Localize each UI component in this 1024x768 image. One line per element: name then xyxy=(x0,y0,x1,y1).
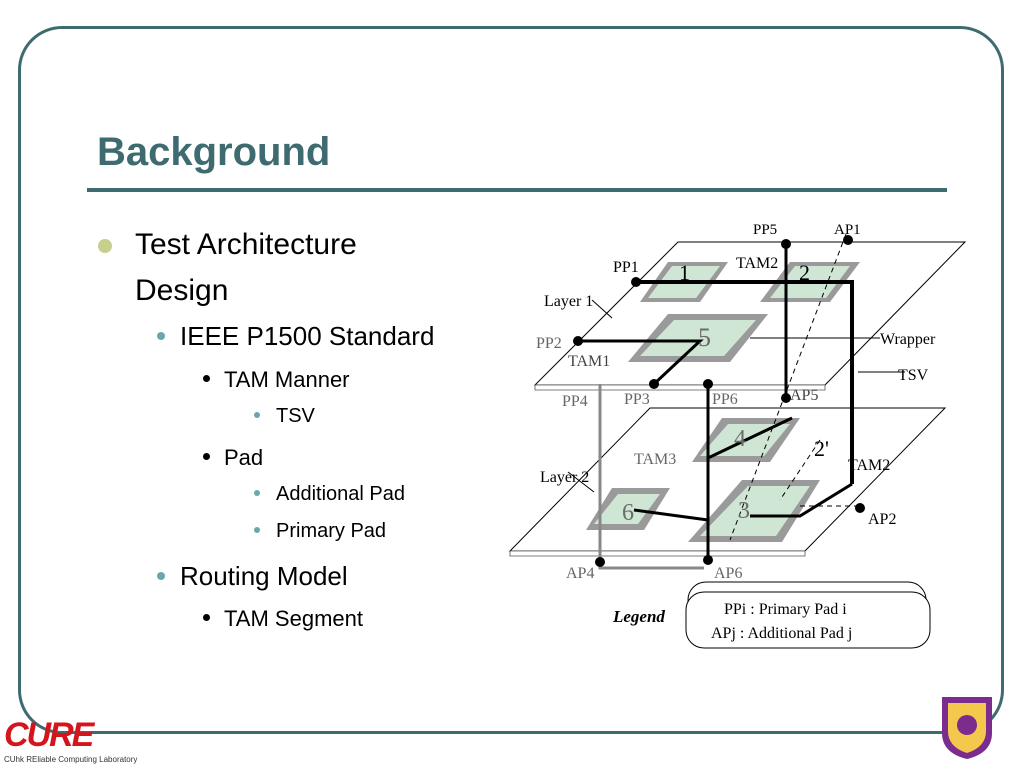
label-ap2: AP2 xyxy=(868,511,896,528)
label-tam2-top: TAM2 xyxy=(736,255,778,272)
layer2-plane-edge xyxy=(509,550,806,557)
bullet-routing-model: Routing Model xyxy=(180,561,348,591)
legend-title: Legend xyxy=(612,607,665,626)
bullet-dot xyxy=(203,614,210,621)
tsv-dashed-1 xyxy=(729,233,847,541)
bullet-dot xyxy=(203,375,210,382)
legend-entry-additional-pad: APj : Additional Pad j xyxy=(711,625,852,642)
label-layer1: Layer 1 xyxy=(544,293,593,310)
legend-entry-primary-pad: PPi : Primary Pad i xyxy=(724,601,847,618)
label-core2p: 2' xyxy=(814,436,829,461)
label-wrapper: Wrapper xyxy=(880,331,936,348)
bullet-dot xyxy=(254,412,260,418)
cure-logo-subtitle: CUhk REliable Computing Laboratory xyxy=(4,755,138,764)
core3 xyxy=(700,486,810,536)
label-core4: 4 xyxy=(734,426,746,452)
pad-pp5 xyxy=(781,239,791,249)
bullet-dot xyxy=(157,332,165,340)
label-pp2: PP2 xyxy=(536,335,562,352)
pad-ap5 xyxy=(781,393,791,403)
tam-wire-pp2 xyxy=(578,339,704,386)
label-core2: 2 xyxy=(799,260,810,285)
layer1-plane-edge xyxy=(534,384,826,391)
label-tsv: TSV xyxy=(898,367,929,384)
pad-ap2 xyxy=(855,503,865,513)
label-ap6: AP6 xyxy=(714,565,742,582)
core6 xyxy=(594,494,660,524)
bullet-ieee: IEEE P1500 Standard xyxy=(180,321,435,351)
label-tam1: TAM1 xyxy=(568,353,610,370)
label-ap5: AP5 xyxy=(790,387,818,404)
bullet-pad: Pad xyxy=(224,445,264,470)
bullet-tsv: TSV xyxy=(276,405,315,427)
bullet-dot xyxy=(203,453,210,460)
bullet-dot xyxy=(157,572,165,580)
label-pp3: PP3 xyxy=(624,391,650,408)
label-pp6: PP6 xyxy=(712,391,738,408)
bullet-additional-pad: Additional Pad xyxy=(276,483,405,505)
label-core5: 5 xyxy=(698,323,711,352)
pad-pp1 xyxy=(631,277,641,287)
label-ap1: AP1 xyxy=(834,222,861,238)
label-tam2-bottom: TAM2 xyxy=(848,457,890,474)
bullet-tam-segment: TAM Segment xyxy=(224,606,363,631)
tam-wire-left xyxy=(598,384,704,570)
tam-wire-core3 xyxy=(750,482,853,518)
label-pp5: PP5 xyxy=(753,222,777,238)
label-pp4: PP4 xyxy=(562,393,588,410)
label-layer2: Layer 2 xyxy=(540,469,589,486)
slide-title: Background xyxy=(97,130,331,174)
bullet-design: Design xyxy=(135,274,229,307)
bullet-primary-pad: Primary Pad xyxy=(276,520,387,542)
label-core1: 1 xyxy=(679,260,690,285)
layer1-leader xyxy=(591,299,613,319)
pad-ap1 xyxy=(843,235,853,245)
title-rule xyxy=(87,188,947,192)
legend-box xyxy=(685,591,931,649)
label-tam3: TAM3 xyxy=(634,451,676,468)
bullet-test-architecture: Test Architecture xyxy=(135,228,357,261)
tam-wire-top xyxy=(636,280,854,484)
pad-pp2 xyxy=(573,336,583,346)
pad-ap6 xyxy=(703,555,713,565)
cure-logo: CURE xyxy=(4,716,94,754)
label-core3: 3 xyxy=(738,498,750,524)
bullet-dot xyxy=(254,490,260,496)
tsv-dashed-2 xyxy=(779,439,821,501)
bullet-dot xyxy=(98,239,112,253)
tam-wire-core6 xyxy=(633,508,709,522)
core5 xyxy=(640,320,756,356)
label-ap4: AP4 xyxy=(566,565,594,582)
pad-pp3 xyxy=(649,379,659,389)
pad-pp6 xyxy=(703,379,713,389)
bullet-dot xyxy=(254,527,260,533)
label-core6: 6 xyxy=(622,500,634,526)
pad-ap4 xyxy=(595,557,605,567)
bullet-tam-manner: TAM Manner xyxy=(224,367,350,392)
cuhk-crest-icon xyxy=(942,697,992,759)
tam-wire-core4 xyxy=(707,416,793,460)
label-pp1: PP1 xyxy=(613,259,639,276)
layer2-leader xyxy=(567,471,595,493)
